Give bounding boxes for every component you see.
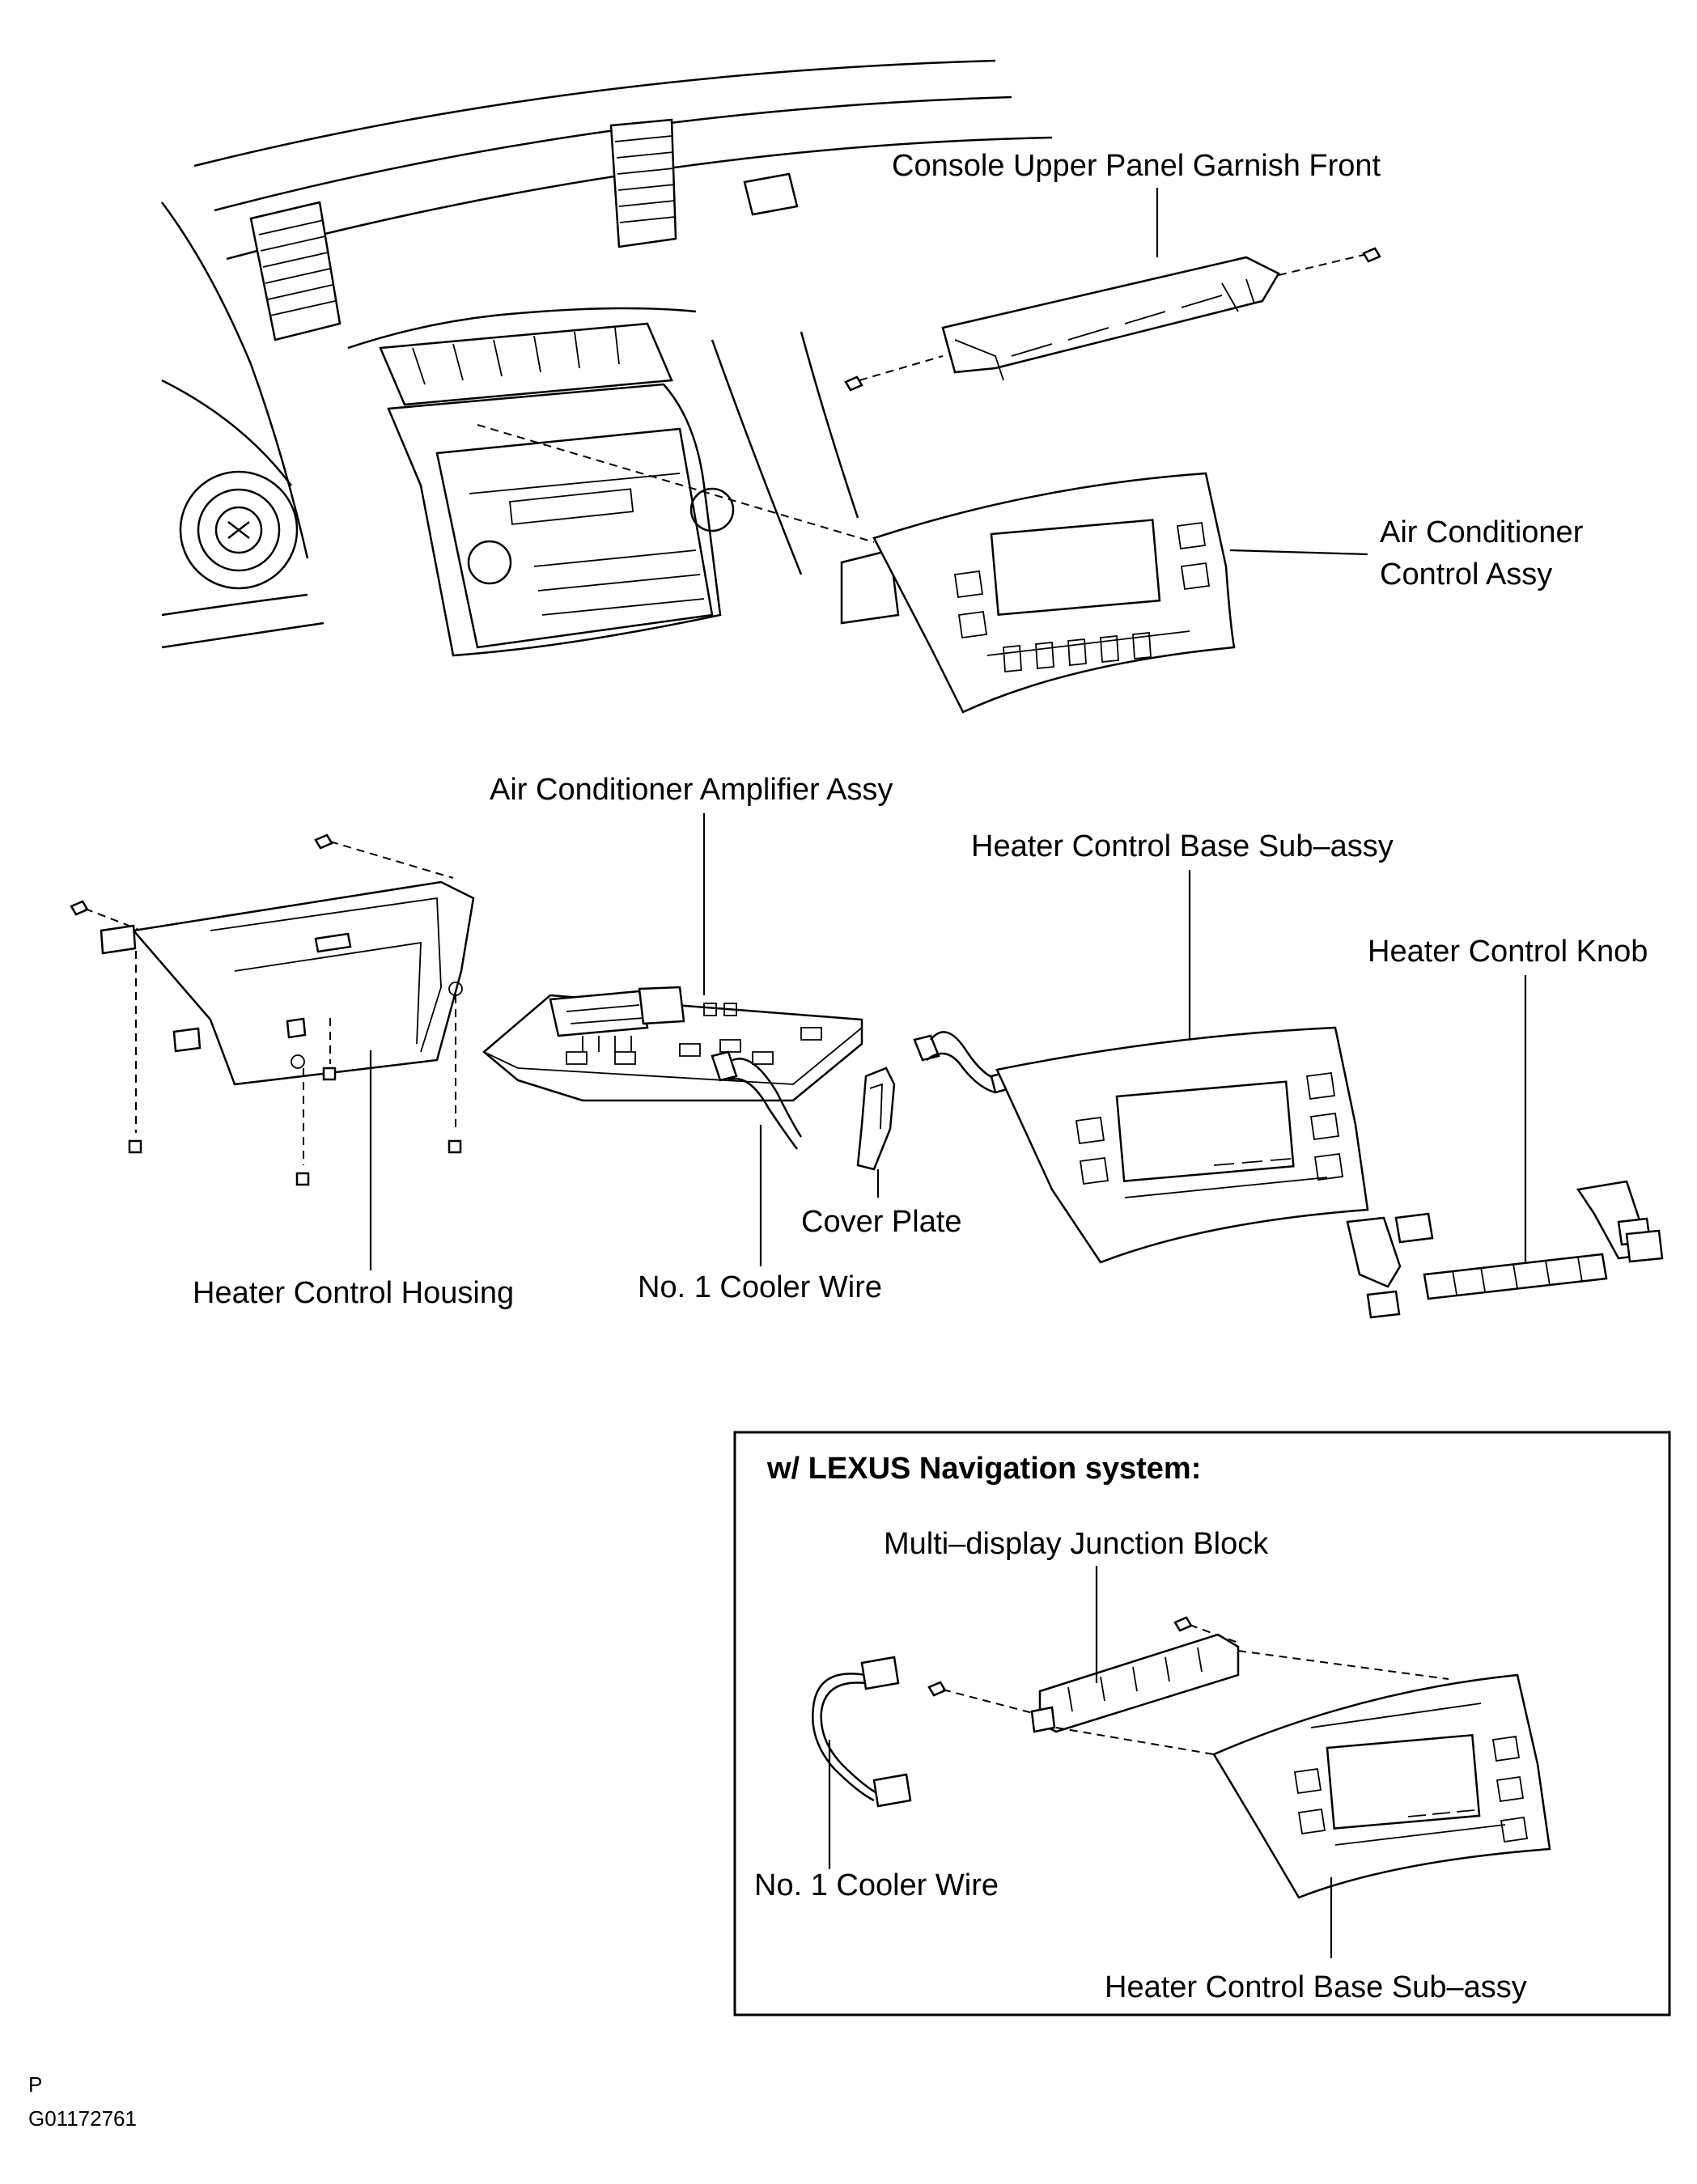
label-nav-no1-cooler-wire: No. 1 Cooler Wire <box>754 1868 999 1902</box>
label-multi-display-junction-block: Multi–display Junction Block <box>884 1527 1269 1561</box>
heater-control-base-sub-assy-drawing <box>995 1026 1369 1264</box>
cover-plate-drawing <box>856 1067 896 1171</box>
label-cover-plate: Cover Plate <box>801 1205 962 1239</box>
air-conditioner-amplifier-assy-drawing <box>482 986 863 1102</box>
label-air-conditioner-amplifier-assy: Air Conditioner Amplifier Assy <box>490 773 893 807</box>
label-air-conditioner-control-assy-line1: Air Conditioner <box>1380 515 1584 549</box>
label-heater-control-base-sub-assy: Heater Control Base Sub–assy <box>971 829 1394 863</box>
nav-box-title: w/ LEXUS Navigation system: <box>766 1452 1201 1486</box>
label-heater-control-knob: Heater Control Knob <box>1368 935 1648 969</box>
label-air-conditioner-control-assy-line2: Control Assy <box>1380 558 1552 592</box>
figure-id: G01172761 <box>28 2106 137 2131</box>
label-no1-cooler-wire: No. 1 Cooler Wire <box>638 1270 882 1304</box>
dashboard-illustration <box>160 59 1381 714</box>
heater-control-knob-drawing <box>1346 1180 1664 1319</box>
navigation-system-box: w/ LEXUS Navigation system: Multi–displa… <box>733 1431 1671 2016</box>
label-heater-control-housing: Heater Control Housing <box>193 1276 514 1310</box>
label-console-upper-panel-garnish-front: Console Upper Panel Garnish Front <box>892 149 1381 183</box>
heater-control-housing-drawing <box>70 833 475 1186</box>
footer-letter: P <box>28 2072 42 2097</box>
label-nav-heater-control-base-sub-assy: Heater Control Base Sub–assy <box>1105 1970 1527 2004</box>
